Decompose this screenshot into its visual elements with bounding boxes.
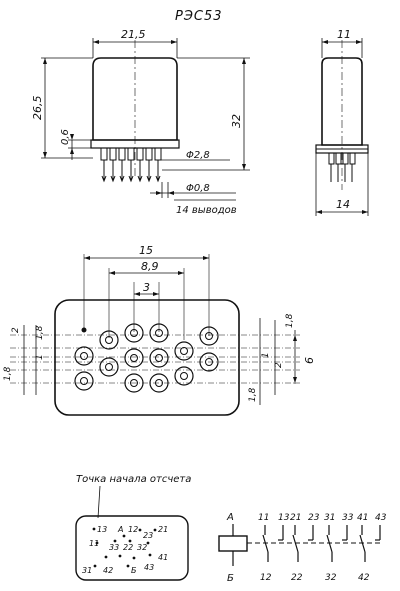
reference-dots	[92, 527, 157, 568]
ref-label-A: А	[117, 525, 123, 534]
pins-count-note: 14 выводов	[176, 205, 237, 216]
ref-label-23: 23	[143, 531, 153, 540]
pin-label-13: 13	[278, 513, 290, 523]
front-width-dim: 21,5	[121, 28, 146, 41]
coil-label-top: А	[226, 512, 234, 523]
side-top-dim: 11	[337, 28, 351, 41]
layout-right-6: 6	[303, 357, 316, 364]
pin-layout-view: 15 8,9 3	[3, 244, 316, 416]
pin-label-31: 31	[324, 513, 335, 523]
ref-label-42: 42	[103, 566, 113, 575]
layout-right-1-8b: 1,8	[248, 387, 258, 402]
reference-caption: Точка начала отсчета	[76, 474, 191, 485]
pin-label-12: 12	[260, 573, 272, 583]
front-pins	[100, 147, 162, 183]
ref-label-33: 33	[109, 543, 119, 552]
pin-label-22: 22	[291, 573, 303, 583]
pin-label-21: 21	[290, 513, 301, 523]
pin-dia-large: Φ2,8	[186, 150, 210, 161]
drawing-title: РЭС53	[175, 9, 223, 24]
pin-label-41: 41	[357, 513, 368, 523]
layout-left-1-8b: 1,8	[3, 366, 13, 381]
contact-group-1	[262, 525, 284, 562]
layout-dim-3: 3	[143, 281, 150, 294]
front-offset-dim: 0,6	[60, 129, 71, 145]
ref-label-43: 43	[144, 563, 154, 572]
contact-group-4	[359, 525, 381, 562]
side-pins	[328, 152, 356, 182]
layout-left-1-8: 1,8	[35, 325, 45, 340]
layout-dim-15: 15	[139, 244, 153, 257]
ref-label-22: 22	[123, 543, 133, 552]
front-height-dim: 32	[230, 114, 243, 128]
layout-left-1: 1	[35, 354, 45, 360]
side-bottom-dim: 14	[336, 198, 350, 211]
layout-pins	[74, 323, 219, 393]
pin-label-43: 43	[375, 513, 387, 523]
layout-right-1: 1	[261, 352, 271, 358]
ref-label-B: Б	[131, 566, 137, 575]
pin-label-11: 11	[258, 513, 269, 523]
ref-label-31: 31	[82, 566, 92, 575]
front-view: 21,5 26,5 0,6 32 Φ2,8 Φ0,8 14 выводов	[31, 28, 250, 216]
relay-coil	[218, 535, 248, 552]
pin-label-32: 32	[325, 573, 337, 583]
ref-label-21: 21	[158, 525, 168, 534]
coil-label-bottom: Б	[227, 573, 234, 584]
layout-right-2: 2	[274, 362, 284, 368]
ref-label-11: 11	[89, 539, 99, 548]
layout-right-1-8: 1,8	[285, 313, 295, 328]
pin-dia-small: Φ0,8	[186, 183, 210, 194]
pin-label-33: 33	[342, 513, 354, 523]
ref-label-12: 12	[128, 525, 138, 534]
layout-dim-8-9: 8,9	[141, 260, 159, 273]
reference-view: Точка начала отсчета 13 А 12 23 21 11 33…	[75, 474, 191, 581]
ref-label-13: 13	[97, 525, 107, 534]
pin-label-42: 42	[358, 573, 370, 583]
pin-label-23: 23	[308, 513, 320, 523]
ref-label-41: 41	[158, 553, 168, 562]
ref-label-32: 32	[137, 543, 147, 552]
contact-group-3	[326, 525, 348, 562]
layout-left-2: 2	[11, 327, 21, 333]
reference-dot	[81, 327, 87, 333]
relay-schematic: А Б	[218, 512, 387, 584]
contact-group-2	[292, 525, 314, 562]
front-body-height-dim: 26,5	[31, 96, 44, 121]
reference-labels: 13 А 12 23 21 11 33 22 32 31 42 Б 43 41	[82, 525, 168, 575]
side-view: 11 14	[315, 28, 369, 216]
